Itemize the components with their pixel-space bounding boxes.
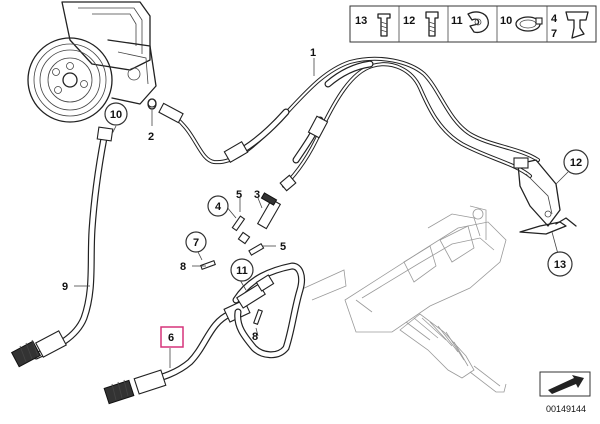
svg-text:4: 4 [215,201,222,213]
svg-text:12: 12 [570,157,582,169]
label-7: 7 [185,231,207,253]
svg-text:10: 10 [500,15,512,27]
label-13: 13 [547,251,573,277]
svg-text:13: 13 [355,15,367,27]
svg-text:12: 12 [403,15,415,27]
part-labels: 1 2 3 5 5 8 8 9 [62,47,316,343]
svg-text:11: 11 [236,265,248,277]
svg-text:4: 4 [551,13,558,25]
label-4: 4 [207,195,229,217]
diagram-code: 00149144 [546,404,586,414]
label-8b: 8 [252,331,258,343]
label-12: 12 [563,149,589,175]
svg-text:7: 7 [193,237,199,249]
leader-lines [74,58,569,368]
svg-text:10: 10 [110,109,122,121]
hose-6 [103,299,251,405]
svg-text:11: 11 [451,15,463,27]
label-11: 11 [230,258,254,282]
label-10: 10 [104,102,128,126]
pressure-line-1 [147,56,577,235]
label-2: 2 [148,131,154,143]
label-3: 3 [254,189,260,201]
steering-pump [27,1,157,123]
label-8a: 8 [180,261,186,273]
legend-item-13: 13 [355,13,391,37]
svg-text:6: 6 [168,332,174,344]
small-parts [147,98,282,325]
pipe-11 [232,262,306,359]
label-5a: 5 [236,189,242,201]
legend-item-11: 11 [451,11,489,34]
hose-9 [10,126,114,368]
label-5b: 5 [280,241,286,253]
svg-text:13: 13 [554,259,566,271]
legend-item-10: 10 [500,15,543,32]
label-1: 1 [310,47,316,59]
steering-gear [299,205,507,393]
legend-item-4-7: 4 7 [551,11,589,40]
svg-text:7: 7 [551,28,557,40]
label-9: 9 [62,281,68,293]
label-6-highlighted: 6 [160,326,184,348]
fastener-legend: 13 12 11 10 4 7 [349,5,597,43]
legend-item-12: 12 [403,11,439,37]
orientation-arrow-icon [539,371,591,397]
circled-labels: 10 4 7 11 12 13 [104,102,589,282]
